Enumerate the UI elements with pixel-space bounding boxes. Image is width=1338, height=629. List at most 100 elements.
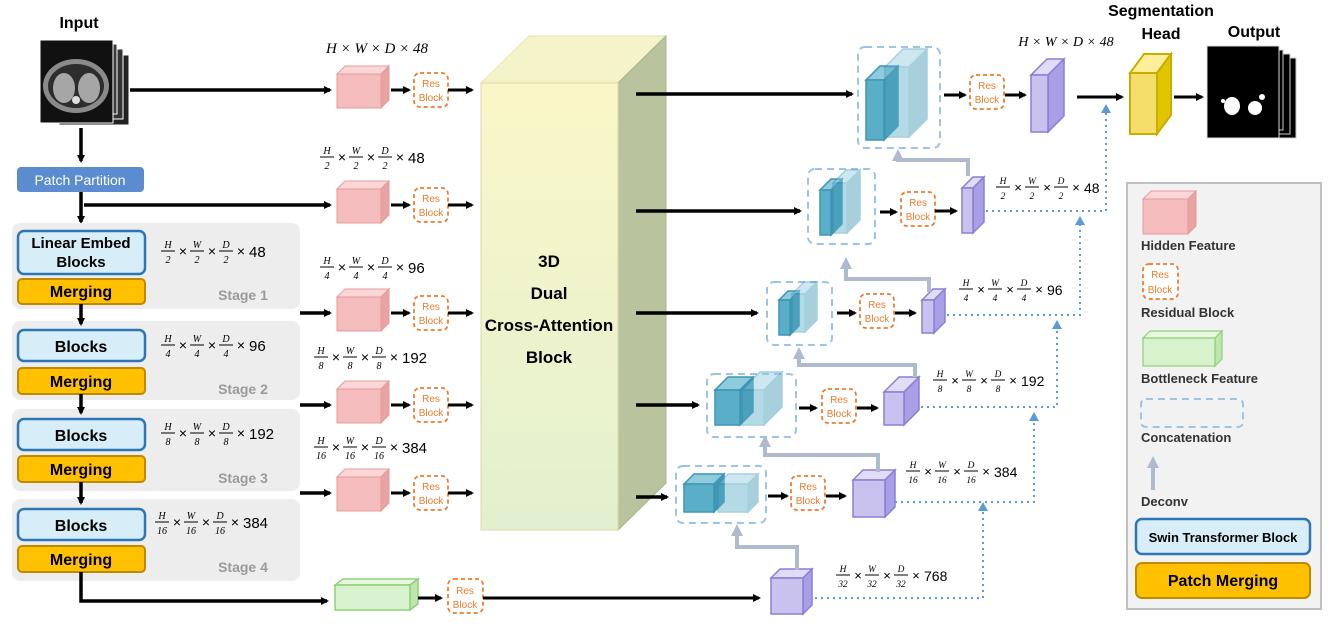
svg-text:W: W [193, 334, 203, 345]
svg-text:×: × [396, 149, 404, 165]
stage-4-label: Stage 4 [218, 559, 268, 575]
svg-text:32: 32 [837, 580, 848, 590]
dim-dec-3: H8×W8×D8×192 [933, 370, 1045, 395]
purple-cube-2 [920, 287, 947, 335]
input-label: Input [59, 15, 99, 32]
svg-text:8: 8 [996, 385, 1001, 395]
svg-text:4: 4 [223, 349, 228, 360]
svg-text:Res: Res [422, 394, 440, 405]
legend-hidden-feature: Hidden Feature [1141, 238, 1236, 253]
svg-text:4: 4 [993, 294, 998, 304]
deconv-3-2 [793, 347, 917, 377]
purple-cube-3 [882, 375, 921, 427]
svg-text:384: 384 [243, 515, 268, 532]
legend-patch-merging-label: Patch Merging [1168, 573, 1278, 590]
svg-text:×: × [953, 464, 961, 479]
dotted-3-2 [921, 320, 1062, 408]
blocks-label-2: Blocks [55, 339, 108, 356]
svg-text:W: W [193, 240, 203, 251]
svg-text:×: × [237, 243, 245, 259]
svg-text:2: 2 [324, 161, 329, 172]
merging-label-1: Merging [50, 284, 112, 301]
svg-text:×: × [396, 259, 404, 275]
blocks-label-3: Blocks [55, 428, 108, 445]
svg-text:×: × [208, 243, 216, 259]
svg-text:4: 4 [353, 271, 358, 282]
svg-text:Res: Res [422, 482, 440, 493]
svg-text:48: 48 [408, 150, 425, 167]
teal-cube-1a [818, 177, 844, 237]
svg-text:Block: Block [419, 93, 444, 104]
svg-text:32: 32 [866, 580, 877, 590]
cab-label-2: Dual [531, 284, 568, 303]
blocks-stage2 [16, 328, 147, 363]
dim-stage4: H16×W16×D16×384 [155, 511, 268, 537]
teal-cube-4b [716, 472, 760, 514]
concat-box-1 [807, 168, 876, 245]
svg-text:2: 2 [1030, 192, 1035, 202]
svg-text:×: × [231, 514, 239, 530]
deconv-4-3 [759, 435, 880, 472]
svg-text:16: 16 [316, 451, 326, 462]
svg-text:Block: Block [796, 496, 821, 507]
svg-text:16: 16 [908, 476, 918, 486]
svg-text:×: × [367, 149, 375, 165]
deconv-2-1 [840, 257, 931, 292]
svg-text:H: H [322, 256, 331, 267]
segmentation-head [1128, 50, 1173, 138]
svg-text:Block: Block [419, 208, 444, 219]
svg-text:×: × [912, 568, 920, 583]
svg-text:48: 48 [249, 244, 266, 261]
linear-embed-label-1: Linear Embed [31, 235, 130, 252]
svg-text:W: W [346, 346, 356, 357]
dotted-2-1 [947, 216, 1085, 316]
svg-text:H: H [163, 334, 172, 345]
svg-text:8: 8 [376, 361, 381, 372]
dim-skip-2: H4×W4×D4×96 [320, 256, 425, 282]
svg-text:2: 2 [382, 161, 387, 172]
svg-text:Block: Block [419, 496, 444, 507]
svg-text:Res: Res [978, 81, 996, 92]
svg-text:D: D [967, 461, 975, 471]
legend-bottleneck-swatch [1141, 329, 1224, 368]
svg-text:16: 16 [374, 451, 384, 462]
svg-text:Block: Block [975, 95, 1000, 106]
teal-cube-1b [831, 168, 862, 235]
svg-text:×: × [361, 439, 369, 455]
dim-dec-4: H16×W16×D16×384 [906, 461, 1018, 486]
svg-text:D: D [897, 565, 905, 575]
linear-embed-blocks [16, 229, 147, 276]
svg-text:16: 16 [186, 526, 196, 537]
dotted-4-3 [895, 412, 1039, 503]
svg-text:Res: Res [909, 198, 927, 209]
svg-text:Res: Res [1151, 270, 1169, 281]
svg-text:192: 192 [402, 350, 427, 367]
svg-text:Res: Res [830, 395, 848, 406]
dim-stage1: H2×W2×D2×48 [161, 240, 266, 266]
svg-text:H: H [157, 511, 166, 522]
output-label: Output [1228, 24, 1281, 41]
purple-cube-4 [851, 468, 897, 519]
svg-text:×: × [951, 373, 959, 388]
legend-deconv: Deconv [1141, 494, 1189, 509]
svg-text:8: 8 [165, 437, 170, 448]
svg-text:×: × [332, 439, 340, 455]
svg-text:4: 4 [324, 271, 329, 282]
concat-box-3 [706, 373, 797, 438]
legend-res-block-swatch: Res Block [1142, 263, 1179, 300]
purple-cube-1 [960, 175, 986, 235]
svg-text:×: × [179, 337, 187, 353]
legend-concat-swatch [1140, 398, 1244, 428]
teal-cube-0a [864, 64, 900, 142]
hidden-feature-1 [335, 179, 391, 225]
svg-text:×: × [1035, 282, 1043, 297]
svg-text:32: 32 [895, 580, 906, 590]
svg-text:×: × [332, 349, 340, 365]
svg-text:H: H [936, 370, 945, 380]
svg-text:×: × [1043, 180, 1051, 195]
